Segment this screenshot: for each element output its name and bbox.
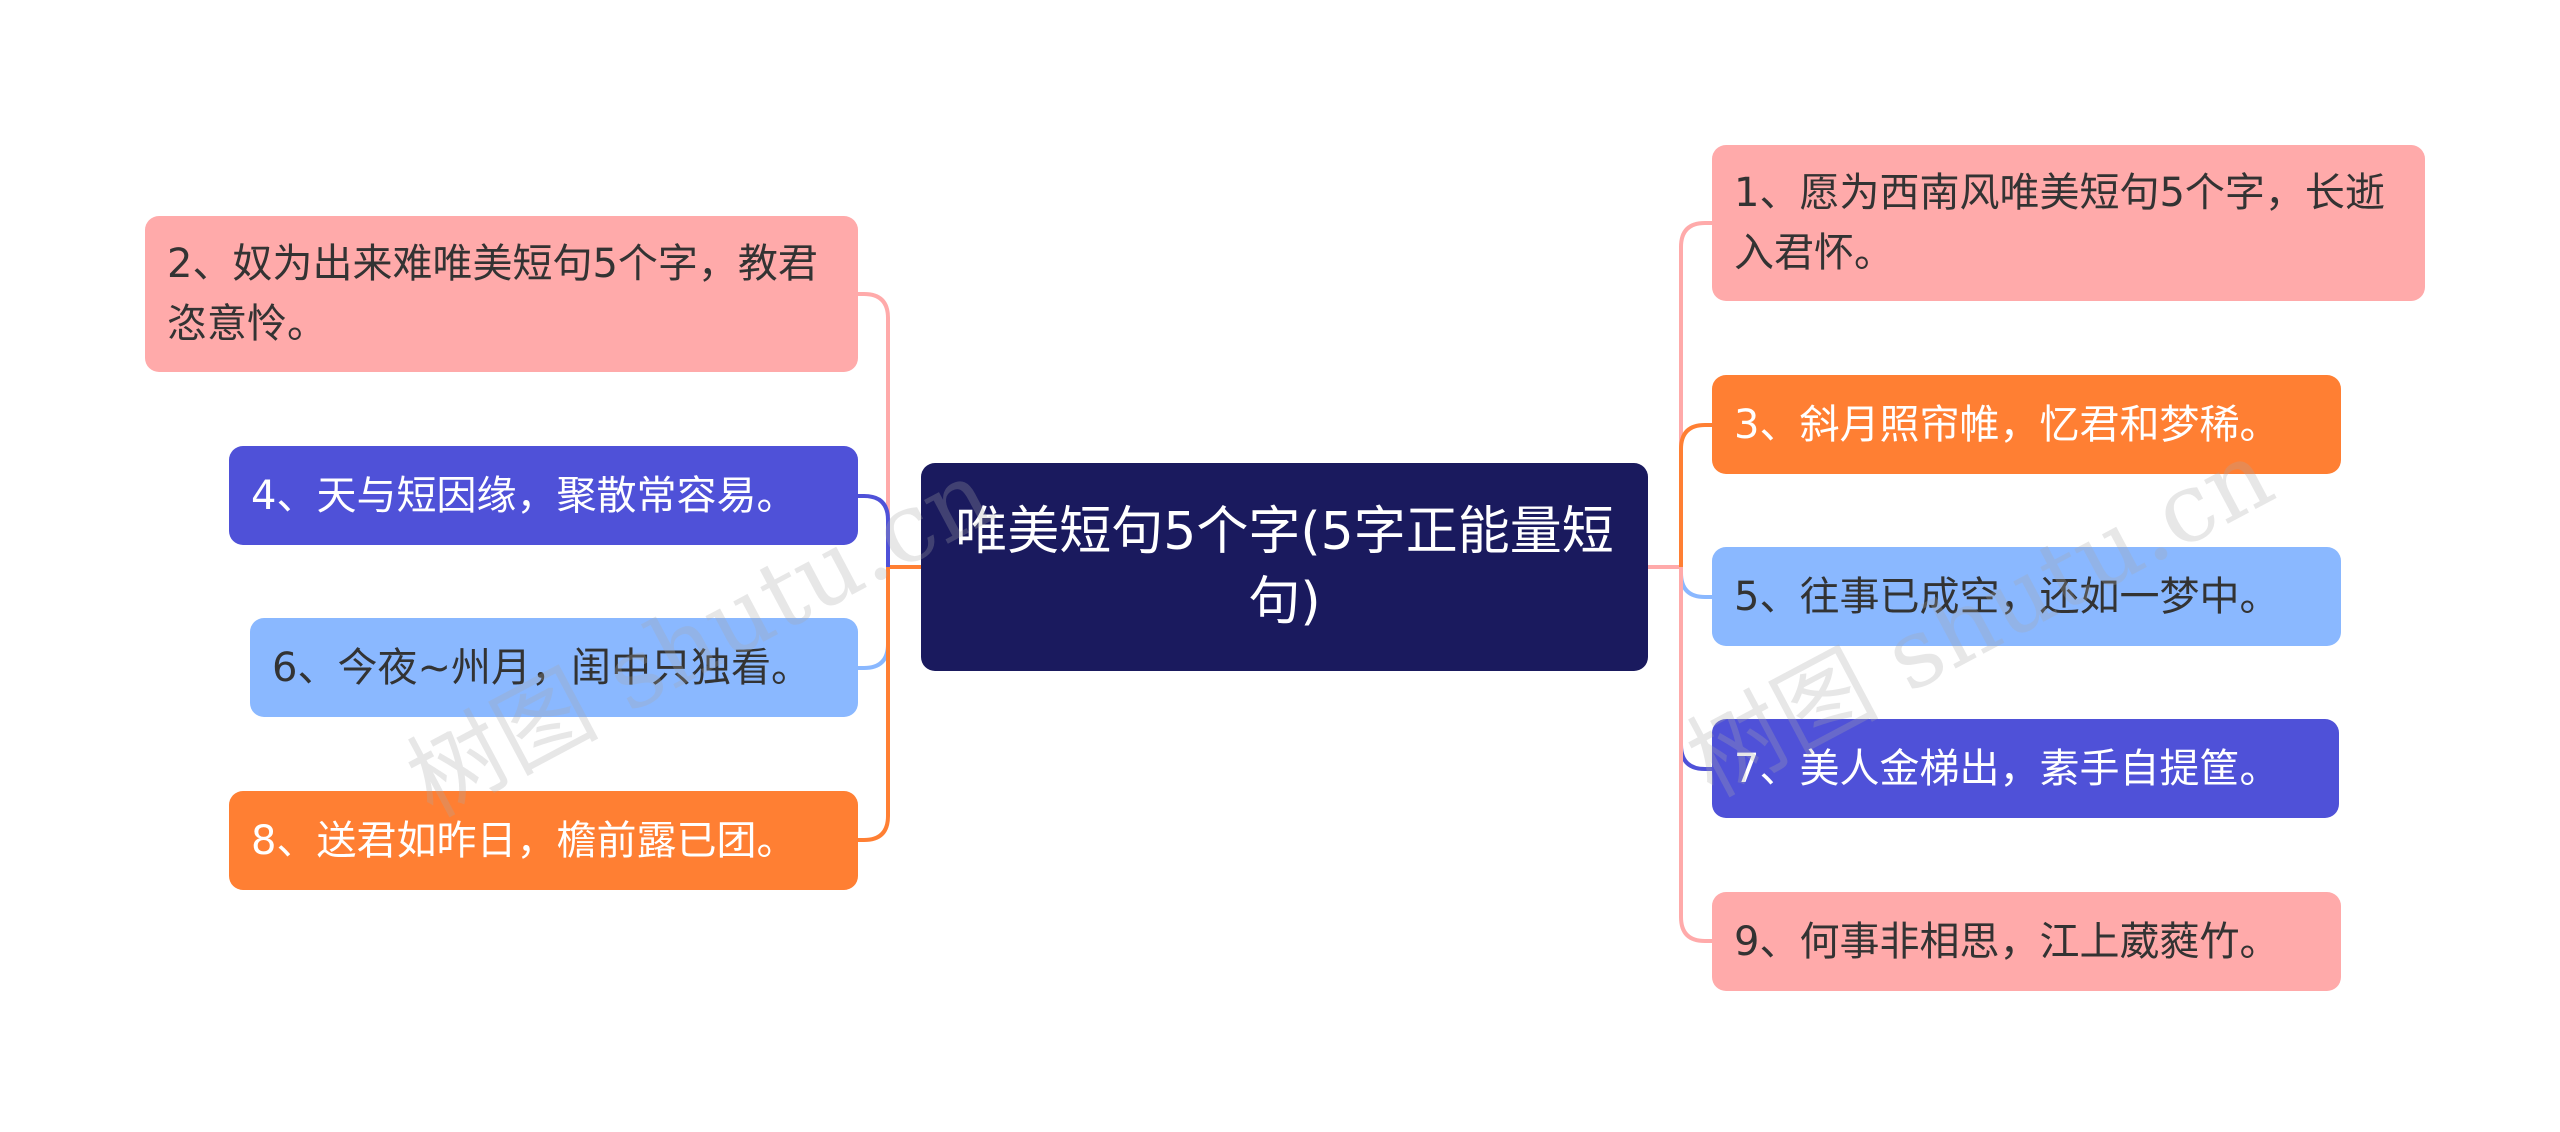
topic-node-5[interactable]: 5、往事已成空，还如一梦中。	[1712, 547, 2341, 646]
topic-node-2[interactable]: 2、奴为出来难唯美短句5个字，教君恣意怜。	[145, 216, 858, 372]
topic-node-3[interactable]: 3、斜月照帘帷，忆君和梦稀。	[1712, 375, 2341, 474]
topic-node-7[interactable]: 7、美人金梯出，素手自提筐。	[1712, 719, 2339, 818]
topic-node-1[interactable]: 1、愿为西南风唯美短句5个字，长逝入君怀。	[1712, 145, 2425, 301]
connector-left-n2	[858, 292, 890, 567]
connector-right-n5	[1679, 567, 1712, 599]
connector-right-n1	[1679, 221, 1712, 567]
central-topic[interactable]: 唯美短句5个字(5字正能量短句)	[921, 463, 1648, 671]
connector-left-n6	[858, 567, 890, 670]
connector-left-n4	[858, 494, 890, 567]
connector-right-n9	[1679, 567, 1712, 943]
topic-node-8[interactable]: 8、送君如昨日，檐前露已团。	[229, 791, 858, 890]
topic-node-9[interactable]: 9、何事非相思，江上葳蕤竹。	[1712, 892, 2341, 991]
topic-node-4[interactable]: 4、天与短因缘，聚散常容易。	[229, 446, 858, 545]
topic-node-6[interactable]: 6、今夜~州月，闺中只独看。	[250, 618, 858, 717]
connector-left-n8	[858, 567, 890, 842]
connector-right-n3	[1679, 423, 1712, 567]
